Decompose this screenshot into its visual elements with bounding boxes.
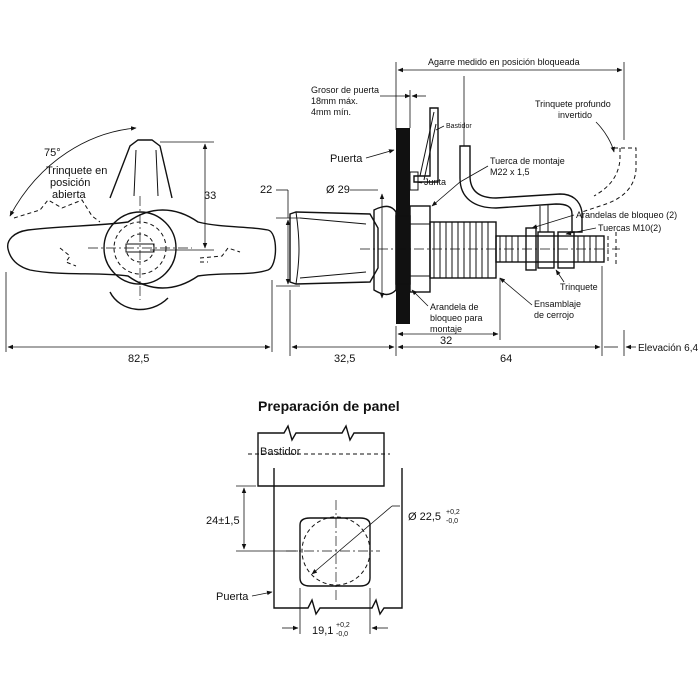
dim-32-5-label: 32,5 xyxy=(334,353,355,365)
frame-bracket xyxy=(413,107,439,183)
open-latch-label-1: Trinquete en xyxy=(46,165,107,177)
dim-82-5-label: 82,5 xyxy=(128,353,149,365)
door-thickness-3: 4mm mín. xyxy=(311,107,351,117)
elevation-label: Elevación 6,4 xyxy=(638,343,698,354)
grip-label: Agarre medido en posición bloqueada xyxy=(428,57,580,67)
latch-label: Trinquete xyxy=(560,282,598,292)
angle-label: 75° xyxy=(44,147,61,159)
door-panel xyxy=(396,128,410,324)
panel-prep: Preparación de panel Bastidor Ø 22,5 +0,… xyxy=(206,398,460,638)
door-outline xyxy=(273,468,403,616)
width-tol-lower: -0,0 xyxy=(336,631,348,638)
door-label-panel: Puerta xyxy=(216,591,249,603)
gasket-label: Junta xyxy=(424,177,446,187)
dim-33-label: 33 xyxy=(204,190,216,202)
panel-cutout xyxy=(299,517,371,587)
cylinder-outer xyxy=(103,211,177,285)
t-handle-lever xyxy=(109,139,173,199)
dim-29-label: Ø 29 xyxy=(326,184,350,196)
dim-22-label: 22 xyxy=(260,184,272,196)
dim-32-label: 32 xyxy=(440,335,452,347)
bolt-assembly-label-2: de cerrojo xyxy=(534,310,574,320)
door-thickness-1: Grosor de puerta xyxy=(311,85,379,95)
panel-prep-title: Preparación de panel xyxy=(258,398,400,414)
dim-64-label: 64 xyxy=(500,353,512,365)
deep-latch-outline xyxy=(581,147,637,213)
deep-latch-label-2: invertido xyxy=(558,110,592,120)
lock-washers-label: Arandelas de bloqueo (2) xyxy=(576,210,677,220)
latch-arm xyxy=(459,145,583,233)
bolt-assembly-label-1: Ensamblaje xyxy=(534,299,581,309)
angle-arc xyxy=(9,126,137,217)
nuts-label: Tuercas M10(2) xyxy=(598,223,661,233)
top-view: 75° Trinquete en posición abierta 33 82,… xyxy=(5,126,277,365)
diameter-tol-lower: -0,0 xyxy=(446,518,458,525)
door-thickness-2: 18mm máx. xyxy=(311,96,358,106)
side-handle xyxy=(289,211,379,285)
frame-label: Bastidor xyxy=(446,123,472,130)
mount-washer-label-3: montaje xyxy=(430,324,462,334)
door-label: Puerta xyxy=(330,153,363,165)
diameter-tol-upper: +0,2 xyxy=(446,509,460,516)
mount-washer-label-2: bloqueo para xyxy=(430,313,483,323)
diameter-label: Ø 22,5 xyxy=(408,511,441,523)
dim-24-label: 24±1,5 xyxy=(206,515,240,527)
side-view: 22 Ø 29 xyxy=(260,57,698,365)
open-latch-label-2: posición xyxy=(50,177,90,189)
frame-label-panel: Bastidor xyxy=(260,446,301,458)
mount-washer-label-1: Arandela de xyxy=(430,302,479,312)
t-handle-body xyxy=(7,209,277,289)
deep-latch-label-1: Trinquete profundo xyxy=(535,99,611,109)
mount-nut-label-2: M22 x 1,5 xyxy=(490,167,530,177)
mount-nut-label-1: Tuerca de montaje xyxy=(490,156,565,166)
frame-outline xyxy=(257,424,385,487)
width-tol-upper: +0,2 xyxy=(336,622,350,629)
width-label: 19,1 xyxy=(312,625,333,637)
open-latch-outline xyxy=(13,199,101,223)
open-latch-label-3: abierta xyxy=(52,189,87,201)
